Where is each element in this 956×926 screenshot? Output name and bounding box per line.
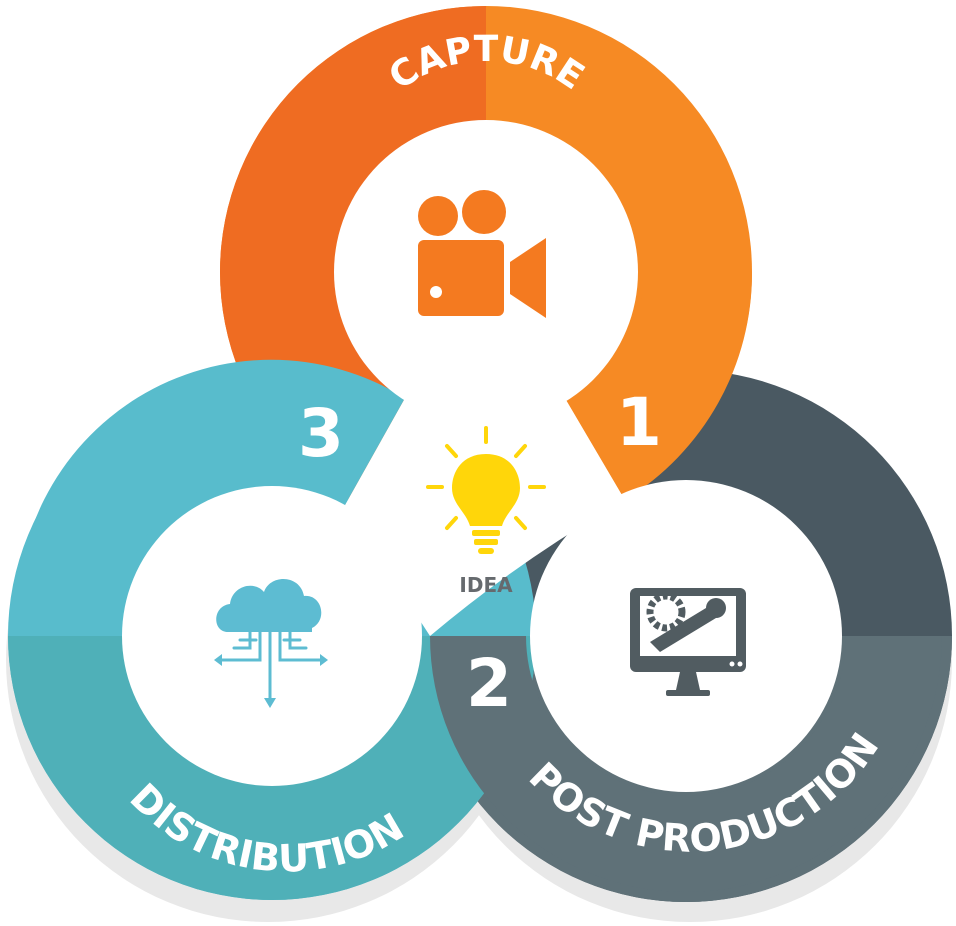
cloud-distribution-icon — [214, 578, 328, 708]
post-band-over — [430, 636, 942, 892]
stage-number-2: 2 — [466, 645, 512, 722]
stage-number-1: 1 — [616, 384, 662, 461]
idea-label: IDEA — [459, 573, 513, 597]
stage-number-3: 3 — [298, 395, 344, 472]
capture-band-over — [565, 272, 753, 500]
lightbulb-icon — [426, 426, 546, 554]
distribution-hole — [122, 486, 422, 786]
dist-band-over — [17, 359, 405, 636]
monitor-tools-icon — [630, 588, 746, 696]
video-camera-icon — [418, 190, 546, 318]
